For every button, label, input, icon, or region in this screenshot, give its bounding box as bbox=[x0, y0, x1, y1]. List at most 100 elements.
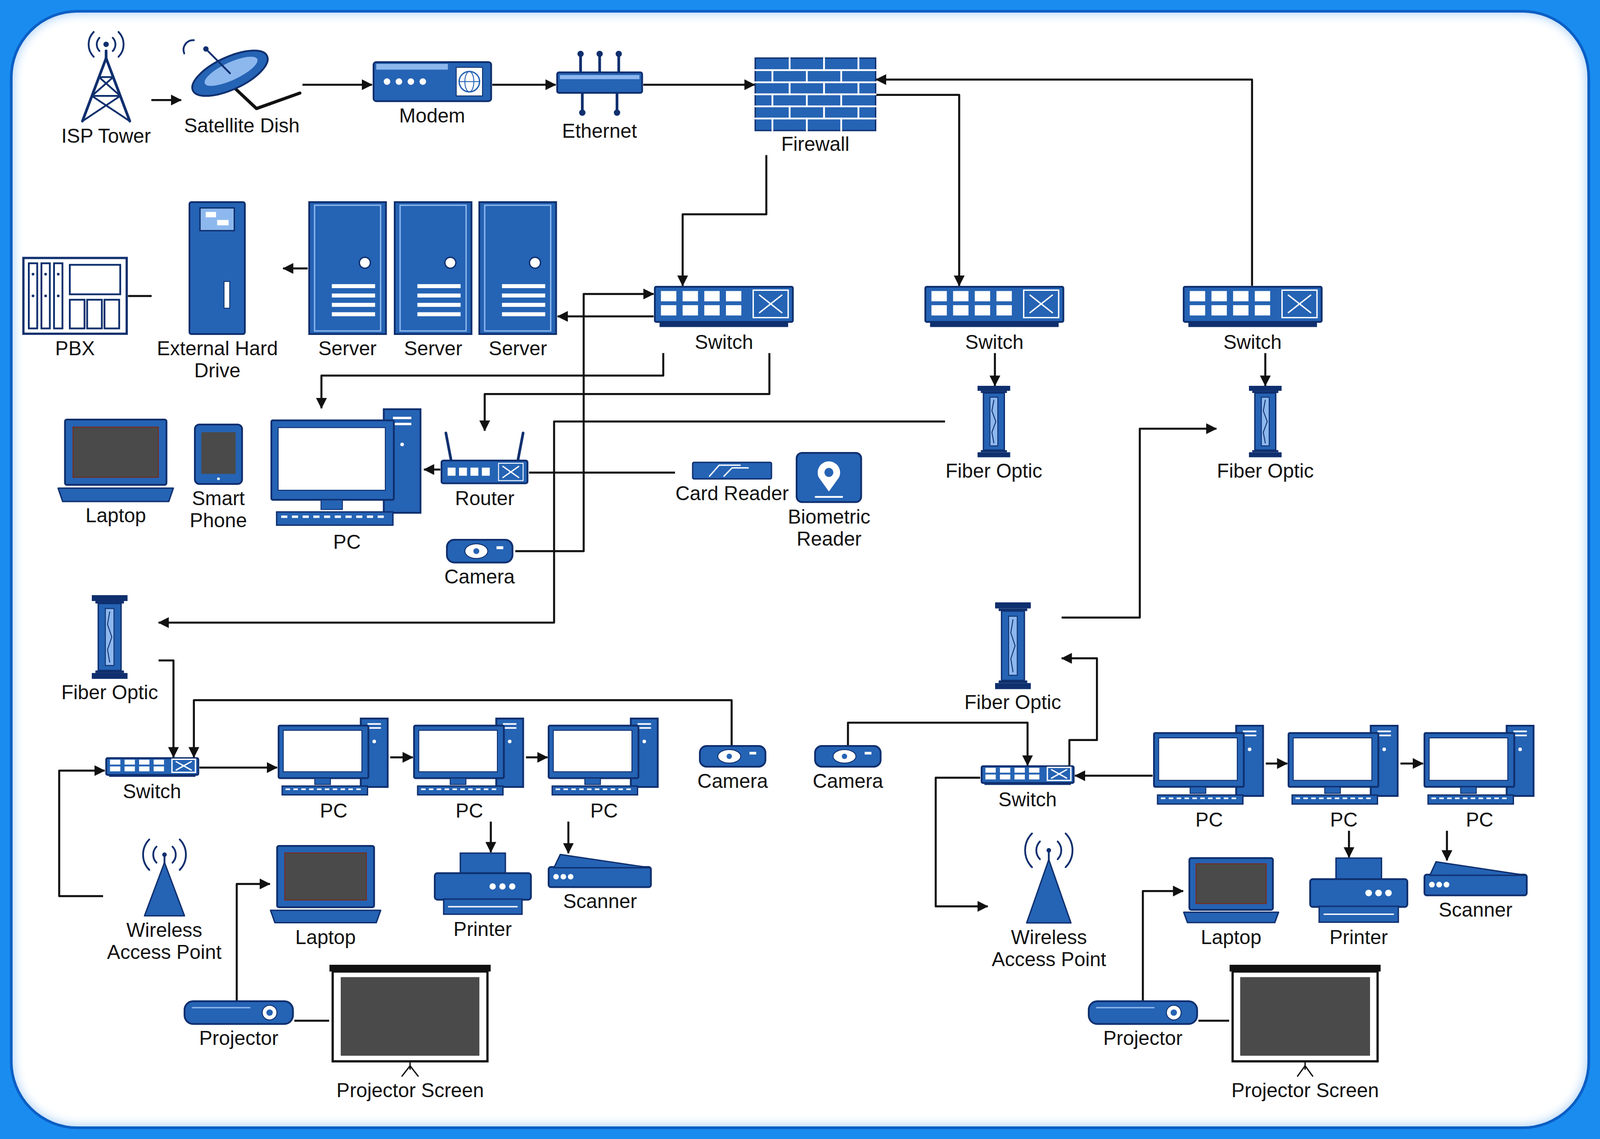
server-node: Server bbox=[477, 201, 558, 360]
icon-rect bbox=[417, 283, 461, 289]
icon-rect bbox=[692, 462, 772, 479]
icon-line bbox=[788, 106, 791, 119]
network-link bbox=[1265, 762, 1288, 765]
network-link bbox=[1198, 1019, 1230, 1022]
icon-rect bbox=[332, 788, 338, 790]
icon-rect bbox=[704, 290, 720, 302]
device-label: Modem bbox=[399, 104, 466, 127]
scanner-node: Scanner bbox=[1423, 860, 1528, 921]
icon-rect bbox=[1319, 797, 1324, 799]
icon-line bbox=[840, 118, 843, 131]
icon-rect bbox=[1292, 794, 1378, 804]
icon-rect bbox=[200, 207, 235, 230]
icon-line bbox=[91, 94, 121, 97]
device-label: Projector bbox=[198, 1026, 279, 1049]
icon-path bbox=[270, 910, 381, 923]
icon-circle bbox=[642, 739, 647, 744]
projector-icon bbox=[1087, 1000, 1199, 1025]
network-link bbox=[875, 79, 1253, 286]
pc-icon bbox=[1423, 724, 1536, 807]
icon-rect bbox=[953, 305, 969, 316]
icon-line bbox=[192, 1006, 250, 1009]
icon-line bbox=[823, 106, 825, 119]
icon-rect bbox=[447, 467, 456, 476]
device-label: Router bbox=[455, 486, 515, 510]
icon-rect bbox=[637, 726, 652, 729]
icon-rect bbox=[69, 265, 121, 295]
icon-line bbox=[82, 95, 121, 122]
screen-icon bbox=[1229, 964, 1381, 1077]
icon-circle bbox=[31, 272, 35, 276]
icon-rect bbox=[285, 788, 290, 790]
icon-line bbox=[82, 58, 107, 122]
icon-circle bbox=[615, 50, 622, 57]
icon-rect bbox=[1281, 289, 1317, 318]
icon-rect bbox=[293, 788, 298, 790]
camera-icon bbox=[698, 744, 767, 768]
pc-node: PC bbox=[412, 717, 526, 822]
icon-path bbox=[142, 838, 149, 870]
icon-line bbox=[759, 294, 783, 313]
icon-line bbox=[1051, 769, 1067, 779]
network-link bbox=[492, 83, 556, 86]
ethernet-node: Ethernet bbox=[555, 49, 644, 142]
device-label: Card Reader bbox=[675, 482, 789, 505]
icon-line bbox=[1030, 294, 1053, 313]
icon-line bbox=[91, 76, 113, 96]
icon-rect bbox=[557, 72, 643, 93]
icon-rect bbox=[91, 594, 128, 601]
icon-rect bbox=[659, 322, 789, 328]
icon-circle bbox=[577, 50, 584, 57]
wire-group bbox=[58, 79, 1447, 1021]
icon-line bbox=[580, 92, 584, 113]
icon-path bbox=[1026, 859, 1071, 923]
icon-rect bbox=[1311, 797, 1317, 799]
laptop-node: Laptop bbox=[270, 844, 382, 948]
icon-rect bbox=[1254, 290, 1271, 302]
icon-rect bbox=[749, 751, 757, 755]
icon-path bbox=[183, 40, 194, 54]
icon-rect bbox=[73, 426, 159, 478]
router-icon bbox=[440, 430, 529, 485]
icon-line bbox=[771, 70, 774, 83]
icon-line bbox=[805, 70, 808, 83]
switch-node: Switch bbox=[653, 285, 795, 353]
icon-circle bbox=[613, 109, 621, 116]
icon-line bbox=[1324, 913, 1394, 915]
icon-rect bbox=[1000, 767, 1011, 773]
icon-circle bbox=[216, 477, 220, 480]
network-link bbox=[390, 756, 413, 759]
laptop-icon bbox=[58, 418, 174, 503]
icon-rect bbox=[302, 515, 309, 518]
icon-path bbox=[1057, 841, 1062, 859]
icon-line bbox=[1297, 1065, 1306, 1076]
network-link bbox=[526, 756, 548, 759]
icon-rect bbox=[1293, 737, 1373, 780]
icon-path bbox=[554, 854, 650, 868]
icon-circle bbox=[1443, 881, 1450, 888]
icon-rect bbox=[931, 290, 947, 302]
fiber-icon bbox=[995, 602, 1031, 690]
icon-rect bbox=[579, 788, 584, 790]
device-label: Laptop bbox=[295, 925, 357, 948]
printer-node: Printer bbox=[1308, 856, 1409, 948]
icon-rect bbox=[460, 788, 465, 790]
icon-circle bbox=[499, 883, 506, 890]
icon-rect bbox=[417, 302, 461, 307]
icon-rect bbox=[699, 745, 766, 767]
network-link bbox=[1074, 774, 1153, 777]
icon-rect bbox=[69, 299, 85, 329]
device-label: PC bbox=[333, 530, 361, 553]
server-icon bbox=[393, 201, 473, 335]
icon-rect bbox=[1223, 797, 1229, 799]
icon-line bbox=[759, 294, 783, 313]
icon-rect bbox=[925, 286, 1064, 322]
icon-line bbox=[771, 94, 774, 107]
icon-rect bbox=[1470, 797, 1476, 799]
tower-node: ISP Tower bbox=[60, 30, 152, 147]
server-icon bbox=[478, 201, 558, 335]
icon-rect bbox=[309, 202, 387, 334]
icon-rect bbox=[189, 202, 245, 334]
icon-circle bbox=[726, 753, 732, 759]
pc-icon bbox=[1153, 724, 1266, 807]
